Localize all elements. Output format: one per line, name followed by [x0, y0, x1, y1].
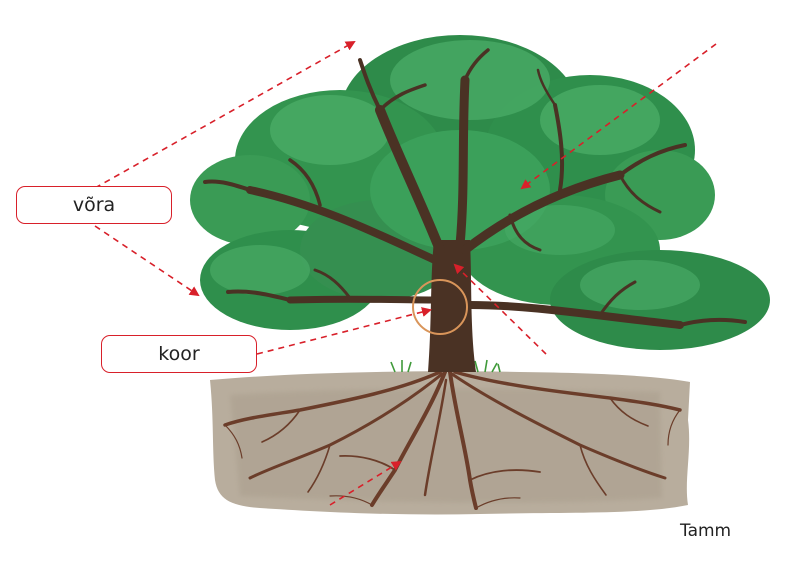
- bark-label-box: koor: [101, 335, 257, 373]
- soil-ground: [210, 371, 690, 515]
- bark-highlight-circle: [412, 279, 468, 335]
- roots: [223, 370, 682, 510]
- diagonal-arrow-upper: [520, 43, 717, 190]
- crown-label-box: võra: [16, 186, 172, 224]
- crown-arrow-top: [94, 41, 356, 189]
- grass: [390, 359, 501, 373]
- bark-arrow: [256, 307, 432, 355]
- tree-name-caption: Tamm: [680, 521, 732, 541]
- foliage-crown: [190, 35, 770, 350]
- annotation-arrows: [94, 41, 717, 506]
- crown-arrow-bottom: [94, 225, 200, 297]
- crown-label: võra: [72, 194, 116, 216]
- bark-label: koor: [158, 343, 200, 365]
- roots-arrow: [329, 460, 402, 506]
